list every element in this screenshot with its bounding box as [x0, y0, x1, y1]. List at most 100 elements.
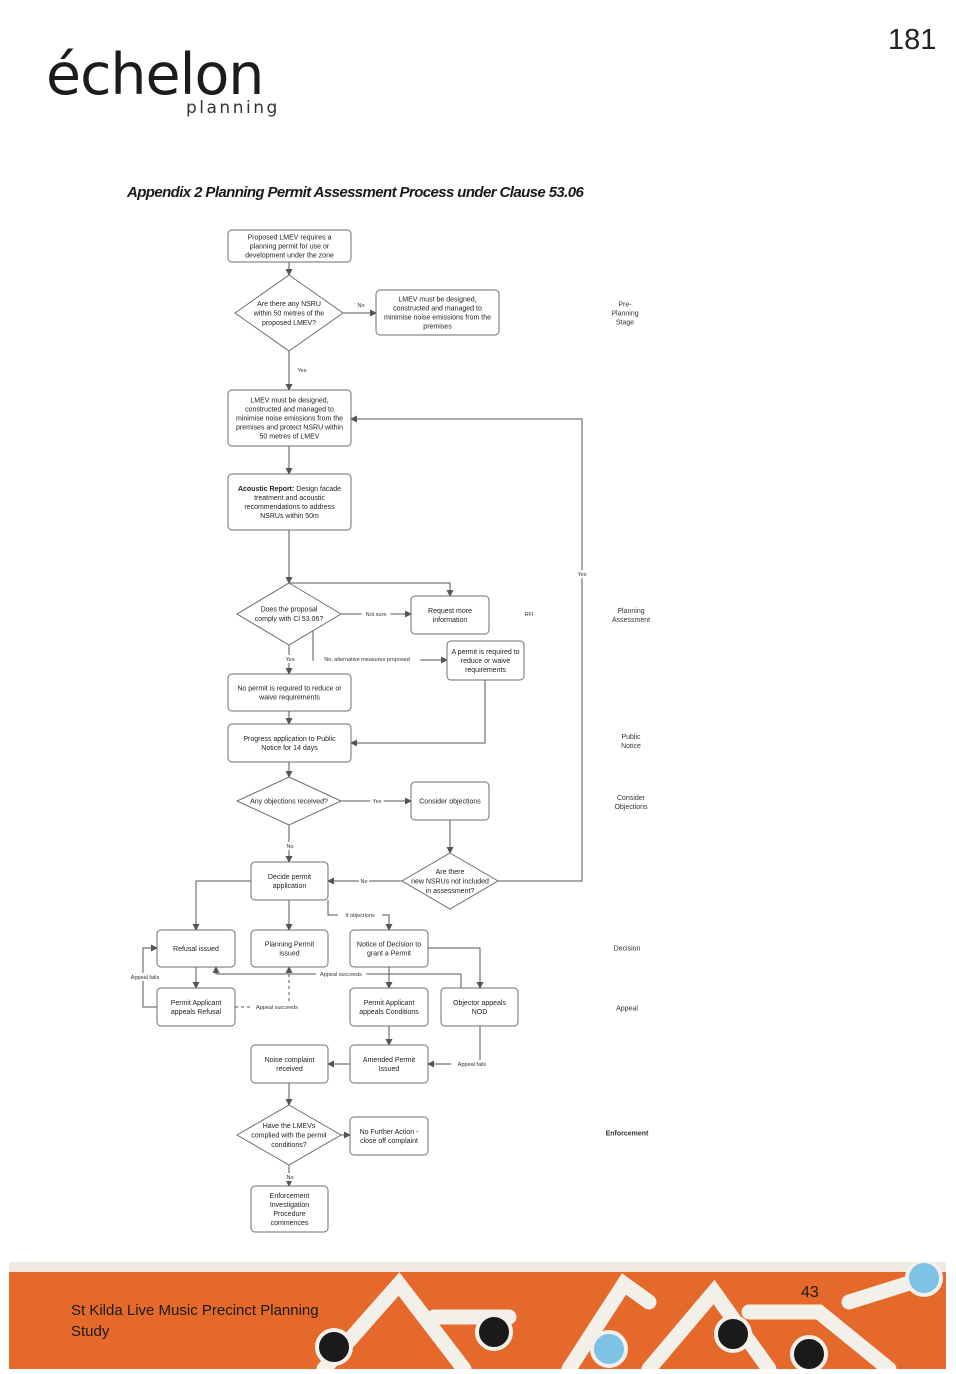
label-bg-if_objections	[337, 911, 383, 919]
n9: Consider objections	[419, 798, 481, 805]
label-bg-appeal_succeeds_2	[251, 1003, 303, 1011]
edge-label-appeal_fails_2: Appeal fails	[458, 1062, 487, 1068]
node-n6	[446, 640, 525, 681]
edge-label-yes_1: Yes	[298, 368, 307, 374]
node-n1	[227, 229, 352, 263]
n2: LMEV must be designed,constructed and ma…	[384, 296, 491, 330]
node-n17	[250, 1044, 329, 1084]
node-n5	[410, 595, 490, 635]
stage-decision: Decision	[614, 946, 641, 953]
footer-title: St Kilda Live Music Precinct Planning St…	[71, 1302, 319, 1340]
appendix-title: Appendix 2 Planning Permit Assessment Pr…	[127, 184, 584, 201]
node-n13	[349, 929, 429, 968]
banner-top-edge	[9, 1262, 946, 1272]
label-bg-no_4	[284, 1173, 296, 1181]
stage-appeal: Appeal	[616, 1006, 638, 1013]
label-bg-appeal_succeeds_1	[315, 970, 367, 978]
label-bg-not_sure	[361, 610, 391, 618]
connector-16	[350, 415, 583, 882]
edge-label-yes_2: Yes	[286, 657, 295, 663]
label-bg-no_alt	[313, 655, 421, 663]
label-bg-no_3	[358, 877, 370, 885]
decision-d4	[401, 852, 499, 910]
node-n8	[227, 723, 352, 763]
node-n12	[250, 929, 329, 968]
label-bg-yes_1	[295, 366, 309, 374]
connector-20	[428, 947, 484, 989]
node-n9	[410, 781, 490, 821]
n11: Refusal issued	[173, 946, 219, 953]
node-n11	[156, 929, 236, 968]
decision-d2	[236, 582, 342, 646]
edge-label-rfi: RFI	[525, 612, 534, 618]
logo-subtitle: planning	[186, 98, 280, 118]
label-bg-rfi	[522, 610, 536, 618]
label-bg-yes_loop	[575, 570, 589, 578]
edge-label-appeal_fails_1: Appeal fails	[131, 975, 160, 981]
connector-9	[350, 680, 486, 747]
page-number: 181	[888, 24, 937, 56]
node-n14	[156, 987, 236, 1027]
connector-24	[235, 966, 293, 1008]
node-n18	[349, 1044, 429, 1084]
d3: Any objections received?	[250, 798, 328, 805]
node-n20	[250, 1185, 329, 1233]
node-n16	[440, 987, 519, 1027]
label-bg-no_2	[284, 842, 296, 850]
footer-artwork	[9, 1259, 946, 1374]
edge-label-if_objections: If objections	[345, 913, 375, 919]
decision-d5	[235, 1104, 343, 1166]
n3: LMEV must be designed,constructed and ma…	[236, 397, 343, 440]
node-n7	[227, 673, 352, 712]
edge-label-appeal_succeeds_1: Appeal succeeds	[320, 972, 362, 978]
n19: No Further Action -close off complaint	[360, 1129, 419, 1145]
footer-banner: St Kilda Live Music Precinct Planning St…	[9, 1259, 946, 1374]
logo-wordmark: échelon	[46, 42, 264, 108]
decision-d1	[234, 274, 344, 352]
connector-5	[289, 582, 454, 597]
label-bg-yes_3	[370, 797, 384, 805]
echelon-planning-logo: échelon planning	[46, 40, 296, 125]
node-n19	[349, 1116, 429, 1156]
label-bg-yes_2	[283, 655, 297, 663]
edge-label-no_2: No	[286, 844, 293, 850]
connector-17	[192, 880, 251, 931]
label-bg-appeal_fails_1	[124, 973, 166, 981]
edge-label-yes_loop: Yes	[578, 572, 587, 578]
decision-d3	[235, 776, 343, 826]
label-bg-no_1	[355, 301, 367, 309]
node-n3	[227, 389, 352, 447]
edge-label-not_sure: Not sure	[366, 612, 387, 618]
node-n10	[250, 861, 329, 901]
edge-label-no_1: No	[357, 303, 364, 309]
edge-label-yes_3: Yes	[373, 799, 382, 805]
footer-page-number: 43	[801, 1284, 819, 1301]
edge-label-no_alt: No, alternative measures proposed	[324, 657, 410, 663]
connector-27	[427, 1026, 481, 1068]
banner-dots	[315, 1259, 943, 1373]
edge-label-no_3: No	[360, 879, 367, 885]
edge-label-appeal_succeeds_2: Appeal succeeds	[256, 1005, 298, 1011]
stage-enforcement: Enforcement	[606, 1131, 649, 1138]
label-bg-appeal_fails_2	[451, 1060, 493, 1068]
